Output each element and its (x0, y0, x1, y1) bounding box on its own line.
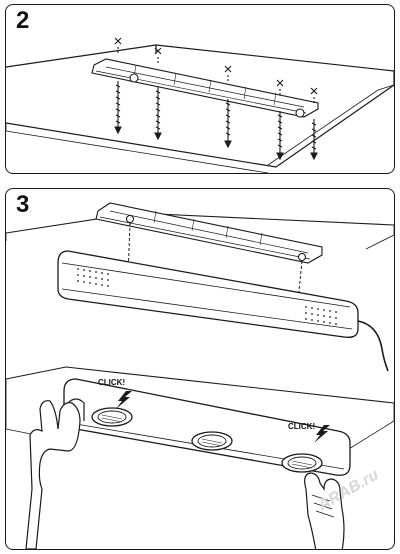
click-label: CLICK! (98, 378, 125, 387)
shelf-surface (6, 44, 394, 173)
step-3-illustration: CLICK! CLICK! ARAB.ru (6, 202, 394, 549)
vent-grille (77, 268, 109, 287)
left-hand (25, 398, 85, 549)
lamp-housing (57, 250, 359, 338)
installed-lamp (63, 378, 351, 476)
spot-light (281, 453, 323, 473)
click-label: CLICK! (288, 422, 315, 431)
click-arrow-right: CLICK! (288, 422, 330, 443)
screw (114, 37, 122, 135)
spot-light (91, 407, 133, 427)
right-hand (304, 472, 345, 549)
mounting-plate (95, 202, 323, 264)
step-2-illustration (6, 37, 394, 173)
power-cable (357, 320, 389, 372)
step-number: 3 (16, 191, 30, 218)
step-2-panel: 2 (5, 4, 395, 174)
spot-light (191, 431, 233, 451)
screw (154, 47, 162, 141)
click-arrow-left: CLICK! (98, 378, 132, 409)
screw (224, 65, 232, 149)
screw (310, 87, 318, 161)
mounting-plate (91, 58, 319, 118)
screw (276, 79, 284, 161)
vent-grille (305, 306, 337, 325)
screws (114, 37, 318, 161)
step-3-panel: 3 (5, 188, 395, 550)
step-number: 2 (16, 7, 30, 34)
